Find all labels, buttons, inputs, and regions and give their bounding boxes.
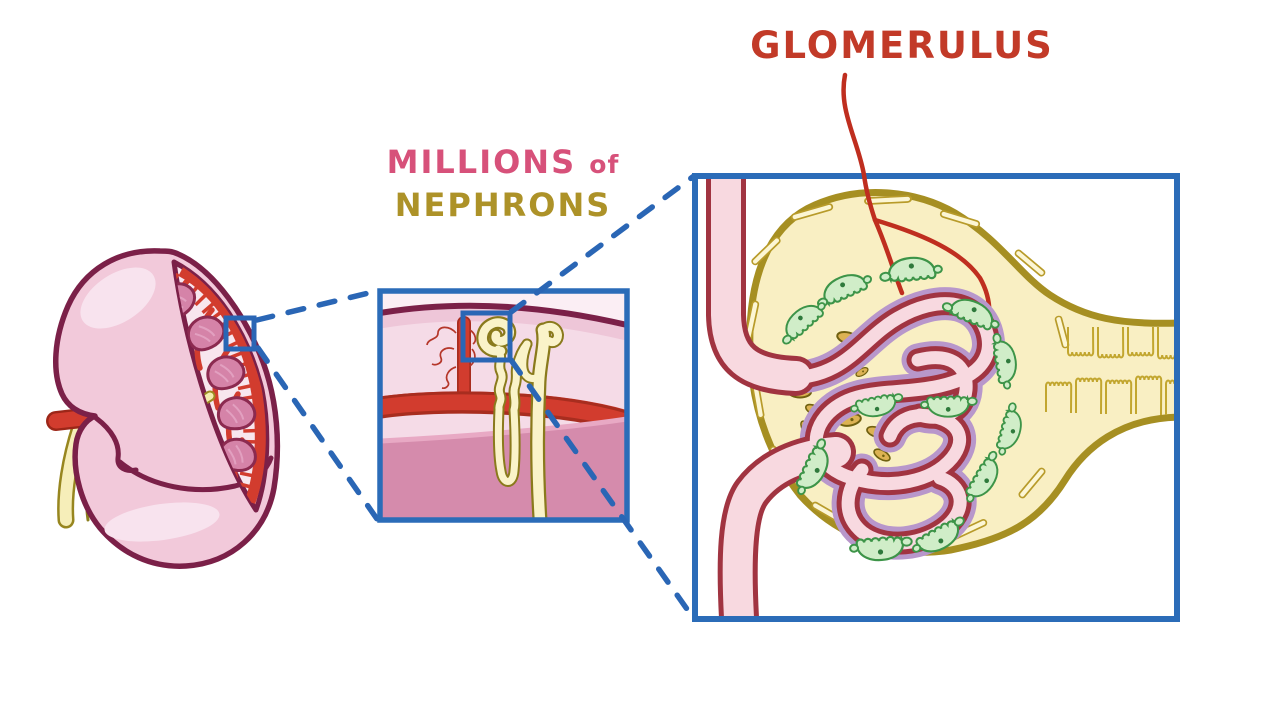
cortex-band-fingers [174,272,258,499]
glomerulus-label-text: GLOMERULUS [750,24,1054,67]
millions-line2: NEPHRONS [394,186,612,224]
peritubular-capillaries [426,326,477,389]
glomerulus-label: GLOMERULUS [742,24,1062,67]
connector-dashes-inset-to-detail [508,173,697,622]
capillary-loops [706,176,1005,619]
millions-of-nephrons-label: MILLIONS of NEPHRONS [378,142,628,226]
kidney-zoom-marker [223,315,257,352]
inset-border [377,288,630,523]
afferent-arteriole [711,176,811,391]
kidney-highlight-lower [104,502,220,542]
glomerulus-pointer-line [841,72,878,223]
nephron-inset-panel [377,288,630,523]
medulla-rim [380,416,627,444]
pointer-tip [872,217,905,296]
renal-capsule-line [380,302,627,328]
millions-line1: MILLIONS of [386,143,620,181]
cortex-band [178,266,266,504]
kidney-highlight-upper [80,267,156,329]
efferent-arteriole [722,437,851,619]
kidney-figure [46,248,281,569]
glomerulus-panel [692,173,1180,622]
capsule-margin [380,291,627,326]
connector-dashes-kidney-to-inset [254,288,380,522]
detail-border [692,173,1180,622]
nephron-zoom-marker [460,310,513,363]
nephron-tubule [476,316,565,520]
tubule-cells [1045,326,1177,416]
